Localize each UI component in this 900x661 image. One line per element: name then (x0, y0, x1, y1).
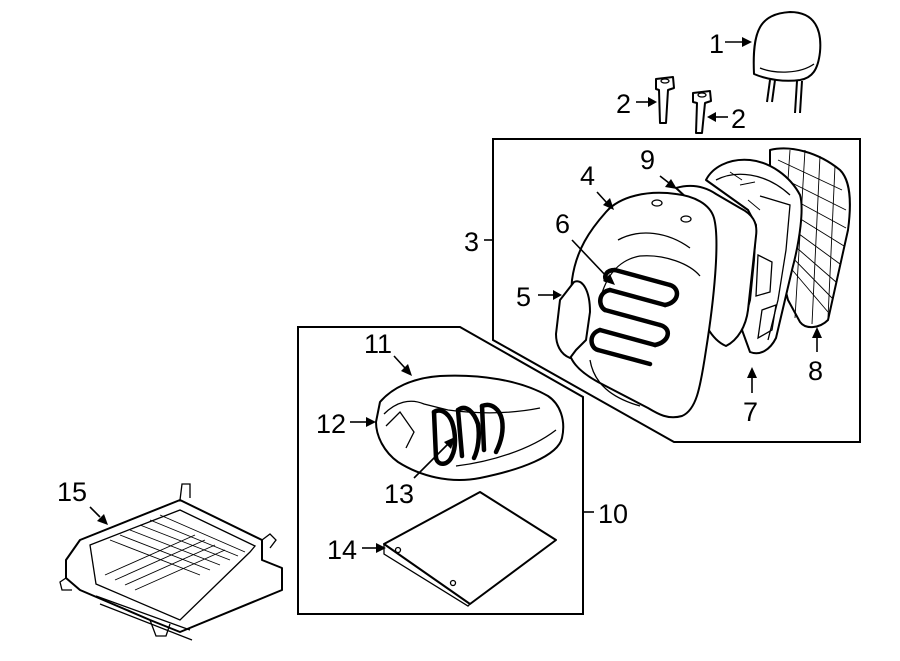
callout-14: 14 (327, 535, 357, 565)
callout-13: 13 (384, 479, 414, 509)
headrest (752, 11, 822, 114)
seat-cushion-heater (431, 402, 505, 466)
callout-6: 6 (555, 209, 570, 239)
callout-10: 10 (598, 499, 628, 529)
callout-3: 3 (464, 227, 479, 257)
callout-9: 9 (640, 145, 655, 175)
seat-track-frame (59, 483, 283, 641)
callout-labels: 1 2 2 3 4 5 6 7 8 9 10 11 12 13 14 15 (57, 29, 823, 565)
seat-back-side-panel (555, 280, 591, 359)
headrest-guide-right (692, 90, 712, 134)
seat-back-group-box (492, 138, 861, 443)
callout-2-left: 2 (616, 89, 631, 119)
callout-4: 4 (580, 161, 595, 191)
callout-2-right: 2 (731, 104, 746, 134)
leader-lines (89, 37, 822, 553)
seat-cushion-group-box (297, 326, 584, 615)
seat-cushion-pad (383, 491, 557, 607)
callout-15: 15 (57, 477, 87, 507)
seat-back-heater (589, 267, 680, 367)
callout-7: 7 (743, 397, 758, 427)
callout-5: 5 (516, 282, 531, 312)
callout-12: 12 (316, 409, 346, 439)
callout-1: 1 (709, 29, 724, 59)
seat-cushion-cover (375, 374, 565, 481)
callout-8: 8 (808, 356, 823, 386)
callout-11: 11 (364, 329, 392, 359)
headrest-guide-left (655, 76, 675, 124)
seat-back-frame-inner (705, 158, 803, 355)
